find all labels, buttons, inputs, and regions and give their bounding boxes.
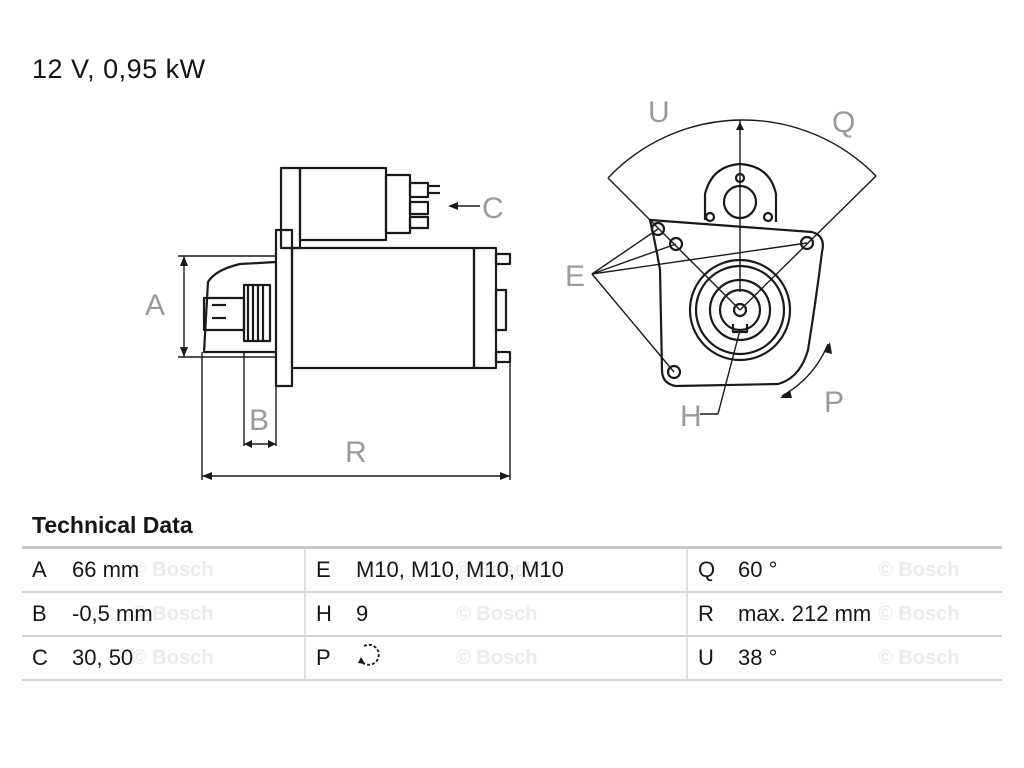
param-value-text: max. 212 mm: [738, 601, 872, 626]
label-q: Q: [832, 106, 855, 139]
starter-motor-drawing: A B C R U Q E H P: [145, 96, 877, 480]
param-key: Q: [687, 546, 738, 593]
front-flange: [648, 218, 824, 388]
param-value-text: 30, 50: [72, 645, 134, 670]
param-value: © Bosch: [356, 636, 688, 681]
bosch-watermark: © Bosch: [878, 559, 960, 581]
param-key: U: [687, 636, 738, 681]
label-c: C: [482, 192, 504, 225]
mounting-flange: [274, 228, 294, 388]
param-value: © Bosch max. 212 mm: [738, 592, 1002, 637]
headline: 12 V, 0,95 kW: [32, 54, 206, 84]
label-u: U: [648, 96, 670, 129]
motor-body: [290, 246, 476, 370]
param-value: © Bosch 9: [356, 592, 688, 637]
param-value-text: 66 mm: [72, 557, 140, 582]
param-key: R: [687, 592, 738, 637]
label-b: B: [249, 404, 269, 437]
label-p: P: [824, 386, 844, 419]
bosch-watermark: © Bosch: [878, 603, 960, 625]
solenoid-body: [298, 166, 388, 242]
param-value-text: -0,5 mm: [72, 601, 153, 626]
param-value: © Bosch 38 °: [738, 636, 1002, 681]
param-value: © Bosch 60 °: [738, 546, 1002, 593]
param-key: H: [305, 592, 356, 637]
label-r: R: [345, 436, 367, 469]
param-value-text: 60 °: [738, 557, 778, 582]
param-key: A: [22, 546, 72, 593]
param-key: E: [305, 546, 356, 593]
param-value-text: M10, M10, M10, M10: [356, 557, 564, 582]
drive-nose: [202, 260, 277, 354]
rotation-direction-icon: [356, 643, 384, 674]
param-value-text: 38 °: [738, 645, 778, 670]
param-key: P: [305, 636, 356, 681]
label-a: A: [145, 289, 165, 322]
param-key: B: [22, 592, 72, 637]
bosch-watermark: © Bosch: [456, 603, 538, 625]
bosch-watermark: © Bosch: [132, 559, 214, 581]
param-value-text: 9: [356, 601, 369, 626]
param-key: C: [22, 636, 72, 681]
param-value: © Bosch-0,5 mm: [72, 592, 306, 637]
label-e: E: [565, 260, 585, 293]
bosch-watermark: © Bosch: [456, 647, 538, 669]
bosch-watermark: © Bosch: [878, 647, 960, 669]
label-h: H: [680, 400, 702, 433]
table-heading: Technical Data: [32, 512, 193, 538]
bosch-watermark: © Bosch: [132, 647, 214, 669]
